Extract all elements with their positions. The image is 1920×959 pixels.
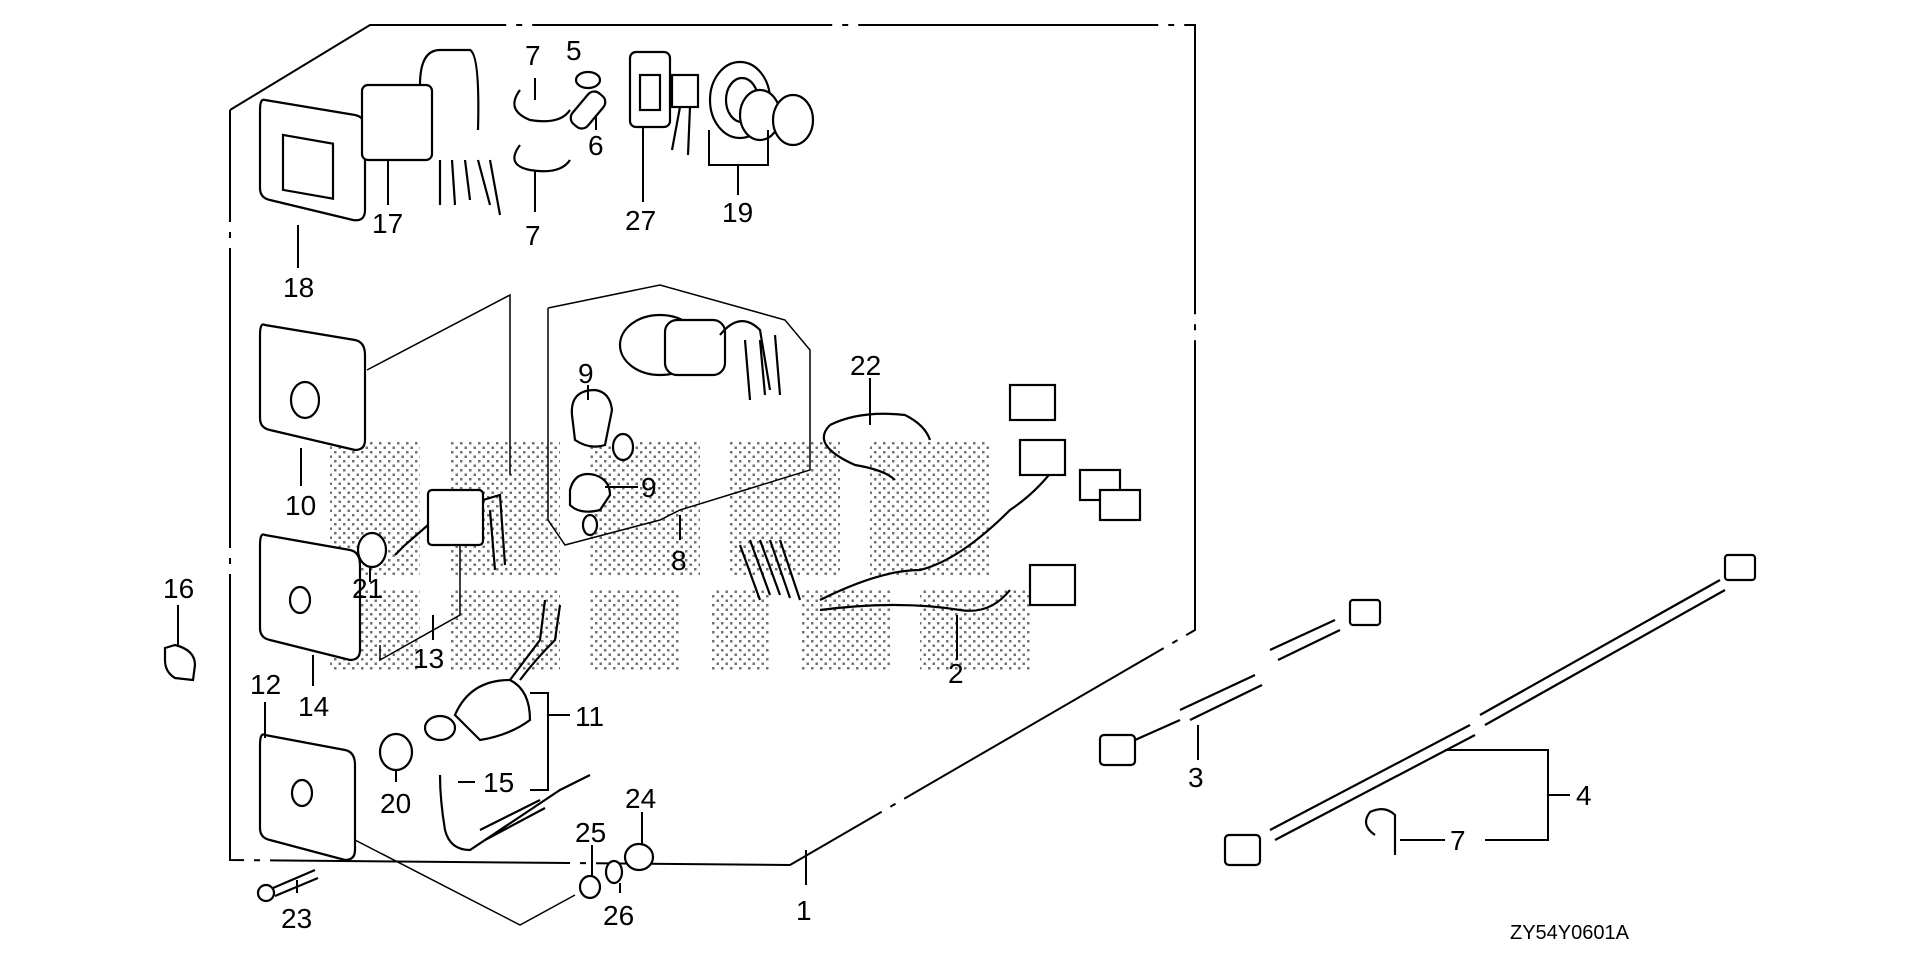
part-27-holder[interactable]	[628, 50, 672, 129]
callout-14: 14	[298, 691, 329, 722]
part-15-lanyard[interactable]	[438, 774, 591, 852]
callout-15: 15	[483, 767, 514, 798]
callout-8: 8	[671, 545, 687, 576]
part-22-strap[interactable]	[822, 412, 932, 481]
drawing-code: ZY54Y0601A	[1510, 922, 1630, 944]
assembly-outline	[229, 24, 1196, 867]
part-24-nut[interactable]	[623, 842, 655, 872]
callout-labels: 1 2 3 4 5 6 7 7 7 8 9 9 10 11 12 13 14 1…	[163, 35, 1592, 934]
callout-20: 20	[380, 788, 411, 819]
callout-4: 4	[1576, 780, 1592, 811]
part-17-switch[interactable]	[360, 48, 502, 216]
callout-25: 25	[575, 817, 606, 848]
callout-7-lower: 7	[525, 220, 541, 251]
callout-23: 23	[281, 903, 312, 934]
callout-1: 1	[796, 895, 812, 926]
callout-3: 3	[1188, 762, 1204, 793]
part-13-switch[interactable]	[394, 488, 507, 571]
part-6-pin[interactable]	[567, 88, 608, 131]
part-19-cover	[771, 93, 815, 147]
part-21-nut[interactable]	[356, 531, 388, 569]
part-14-panel[interactable]	[258, 533, 362, 662]
leader-10-group	[366, 293, 511, 475]
callout-21: 21	[352, 573, 383, 604]
part-12-panel[interactable]	[258, 733, 357, 862]
part-7-clip-lower[interactable]	[513, 144, 571, 173]
part-16-clip[interactable]	[163, 643, 197, 682]
leader-13-group	[379, 545, 461, 662]
part-25-washer[interactable]	[578, 874, 602, 900]
part-18-panel[interactable]	[258, 98, 367, 222]
callout-9-lower: 9	[641, 472, 657, 503]
callout-7-upper: 7	[525, 40, 541, 71]
part-4-cable[interactable]	[1223, 553, 1757, 867]
part-9-key-lower[interactable]	[568, 472, 612, 537]
callout-22: 22	[850, 350, 881, 381]
watermark	[330, 440, 1030, 670]
callout-7-right: 7	[1450, 825, 1466, 856]
part-8-group-outline	[547, 284, 811, 546]
callout-9-upper: 9	[578, 358, 594, 389]
part-19-buzzer[interactable]	[670, 60, 815, 156]
callout-10: 10	[285, 490, 316, 521]
callout-6: 6	[588, 130, 604, 161]
callout-16: 16	[163, 573, 194, 604]
callout-26: 26	[603, 900, 634, 931]
part-2-harness[interactable]	[738, 383, 1142, 612]
part-10-panel[interactable]	[258, 323, 367, 452]
part-7-clip-upper[interactable]	[513, 89, 571, 123]
callout-24: 24	[625, 783, 656, 814]
callout-12: 12	[250, 669, 281, 700]
callout-19: 19	[722, 197, 753, 228]
part-7-band-clip[interactable]	[1364, 808, 1397, 855]
part-3-cable[interactable]	[1098, 598, 1382, 767]
leader-12-group	[354, 839, 576, 926]
callout-27: 27	[625, 205, 656, 236]
part-8-key-switch[interactable]	[618, 313, 782, 401]
callout-11: 11	[575, 701, 604, 732]
callout-18: 18	[283, 272, 314, 303]
callout-17: 17	[372, 208, 403, 239]
part-20-nut[interactable]	[378, 732, 414, 772]
callout-5: 5	[566, 35, 582, 66]
part-5-plug[interactable]	[574, 70, 602, 90]
leader-11-bracket	[530, 692, 549, 791]
part-9-key-upper[interactable]	[570, 388, 635, 462]
callout-13: 13	[413, 643, 444, 674]
callout-2: 2	[948, 658, 964, 689]
part-23-screw[interactable]	[256, 868, 319, 903]
part-11-switch[interactable]	[423, 599, 562, 742]
part-26-washer[interactable]	[604, 859, 624, 885]
